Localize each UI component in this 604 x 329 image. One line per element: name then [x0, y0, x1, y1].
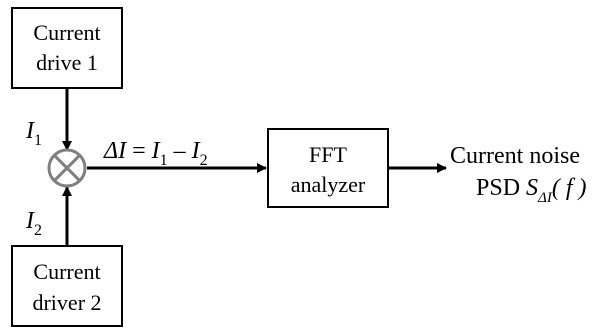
output-label-line1: Current noise [450, 143, 580, 169]
fft-label-line2: analyzer [291, 172, 366, 197]
circled-times-icon [47, 148, 87, 188]
signal-i2-label: I2 [25, 208, 42, 239]
fft-label-line1: FFT [309, 142, 347, 167]
signal-i1-label: I1 [25, 118, 42, 149]
fft-analyzer-block [267, 128, 389, 208]
current-driver-1-block [11, 7, 123, 89]
driver2-label-line2: driver 2 [32, 290, 101, 315]
delta-i-equation: ΔI = I1 – I2 [103, 138, 208, 169]
driver1-label-line1: Current [33, 20, 100, 45]
output-label-psd: PSD SΔI( f ) [476, 175, 587, 206]
driver1-label-line2: drive 1 [36, 50, 98, 75]
driver2-label-line1: Current [33, 259, 100, 284]
current-driver-2-block [11, 245, 123, 327]
